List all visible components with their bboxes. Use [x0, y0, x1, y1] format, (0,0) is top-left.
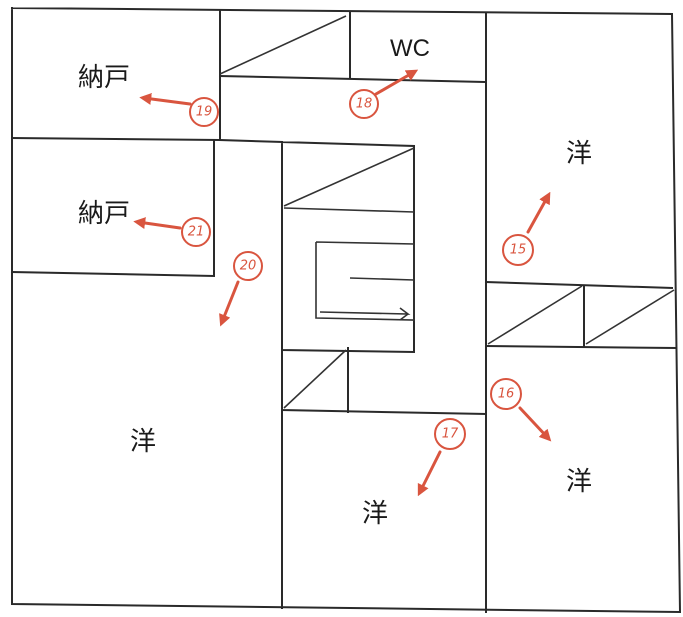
outer-wall — [10, 6, 682, 614]
photo-marker-15: 15 — [502, 191, 551, 266]
east-closet-top — [484, 280, 674, 290]
marker-number-19: 19 — [196, 105, 213, 120]
western-room-west-label: 洋 — [130, 427, 156, 457]
marker-circle-21 — [181, 217, 211, 247]
marker-arrow-21 — [133, 217, 182, 230]
marker-number-18: 18 — [356, 97, 373, 112]
marker-arrow-18 — [374, 69, 419, 96]
photo-marker-17: 17 — [417, 418, 466, 497]
marker-arrow-19 — [139, 92, 192, 106]
marker-number-21: 21 — [188, 225, 205, 240]
stair-arrow — [319, 307, 411, 315]
marker-circle-15 — [502, 234, 534, 266]
storage-middle-box — [10, 139, 215, 278]
stair-diagonal — [283, 147, 415, 207]
marker-arrow-20 — [219, 280, 240, 327]
marker-circle-19 — [189, 97, 219, 127]
marker-circle-18 — [349, 89, 379, 119]
marker-arrow-17 — [417, 450, 442, 497]
wc-label: WC — [390, 35, 430, 62]
photo-markers: 19 18 21 20 15 16 17 — [133, 69, 552, 497]
stair-core-outer — [280, 140, 415, 354]
photo-marker-19: 19 — [139, 92, 219, 127]
lower-closet-diagonal — [283, 349, 347, 409]
marker-circle-17 — [434, 418, 466, 450]
photo-marker-21: 21 — [133, 217, 211, 247]
closet-diagonal-top — [219, 15, 347, 75]
marker-number-20: 20 — [240, 259, 257, 274]
photo-marker-20: 20 — [219, 251, 263, 327]
stair-landing — [315, 241, 415, 321]
western-room-southeast-label: 洋 — [566, 467, 592, 497]
western-room-south-label: 洋 — [362, 499, 388, 529]
marker-arrow-15 — [526, 191, 551, 234]
marker-number-16: 16 — [498, 387, 515, 402]
storage-middle-wall — [218, 138, 284, 144]
marker-number-17: 17 — [442, 427, 459, 442]
marker-circle-20 — [233, 251, 263, 281]
stair-run-line — [349, 277, 415, 281]
western-room-northeast-label: 洋 — [566, 139, 592, 169]
photo-marker-16: 16 — [490, 378, 552, 442]
stair-arrow-head — [399, 313, 409, 321]
photo-marker-18: 18 — [349, 69, 419, 119]
storage-room-top-label: 納戸 — [78, 63, 130, 93]
corridor-top-wall — [218, 74, 486, 84]
marker-circle-16 — [490, 378, 522, 410]
walls — [10, 6, 682, 614]
marker-arrow-16 — [518, 406, 552, 442]
east-closet-bottom — [484, 344, 678, 350]
marker-number-15: 15 — [510, 243, 527, 258]
stair-inner-box — [283, 207, 415, 213]
east-closet-diagonal-1 — [487, 285, 583, 345]
storage-room-middle-label: 納戸 — [78, 199, 130, 229]
east-closet-diagonal-2 — [585, 289, 675, 345]
